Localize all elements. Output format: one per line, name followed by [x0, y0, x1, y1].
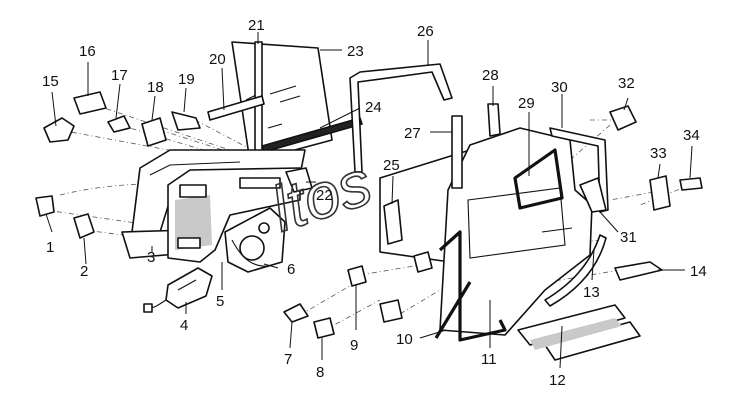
parts-small — [35, 91, 703, 339]
callout-11: 11 — [481, 351, 497, 368]
callout-25: 25 — [383, 157, 400, 174]
window-regulator — [224, 207, 286, 273]
callout-22: 22 — [316, 187, 333, 204]
quarter-seal — [579, 177, 607, 213]
callout-34: 34 — [683, 127, 700, 144]
callout-13: 13 — [583, 284, 600, 301]
callout-5: 5 — [216, 293, 224, 310]
lock-actuator — [143, 267, 213, 313]
callout-3: 3 — [147, 249, 155, 266]
callout-23: 23 — [347, 43, 364, 60]
door-weatherstrip — [434, 230, 507, 342]
frame-seal — [349, 63, 453, 173]
inner-door-frame — [167, 167, 301, 263]
callout-20: 20 — [209, 51, 226, 68]
callout-26: 26 — [417, 23, 434, 40]
callout-labels: 1 2 3 4 5 6 7 8 9 10 11 12 13 14 15 16 1… — [42, 17, 707, 389]
callout-12: 12 — [549, 372, 566, 389]
callout-18: 18 — [147, 79, 164, 96]
callout-14: 14 — [690, 263, 707, 280]
callout-17: 17 — [111, 67, 128, 84]
callout-1: 1 — [46, 239, 54, 256]
callout-27: 27 — [404, 125, 421, 142]
callout-9: 9 — [350, 337, 358, 354]
callout-24: 24 — [365, 99, 382, 116]
lower-seal — [544, 234, 607, 307]
callout-29: 29 — [518, 95, 535, 112]
callout-6: 6 — [287, 261, 295, 278]
callout-28: 28 — [482, 67, 499, 84]
callout-21: 21 — [248, 17, 265, 34]
callout-2: 2 — [80, 263, 88, 280]
callout-8: 8 — [316, 364, 324, 381]
callout-4: 4 — [180, 317, 188, 334]
sill-plate — [517, 304, 641, 361]
callout-30: 30 — [551, 79, 568, 96]
callout-31: 31 — [620, 229, 637, 246]
callout-33: 33 — [650, 145, 667, 162]
callout-16: 16 — [79, 43, 96, 60]
callout-10: 10 — [396, 331, 413, 348]
callout-32: 32 — [618, 75, 635, 92]
callout-7: 7 — [284, 351, 292, 368]
door-shell — [379, 127, 593, 336]
callout-19: 19 — [178, 71, 195, 88]
callout-leaders — [45, 32, 693, 369]
callout-15: 15 — [42, 73, 59, 90]
